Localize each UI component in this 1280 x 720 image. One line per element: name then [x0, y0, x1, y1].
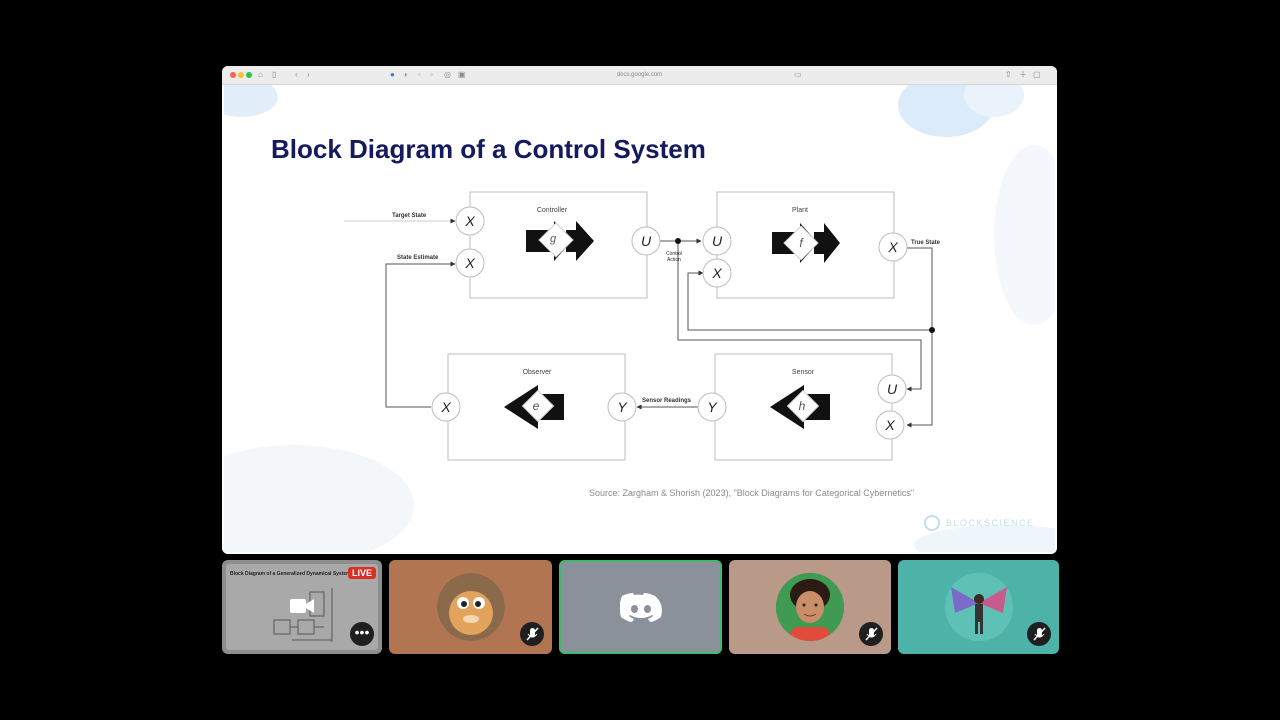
more-options-button[interactable]: ••• [350, 622, 374, 646]
participant-avatar-3 [944, 573, 1013, 641]
blockscience-logo-icon [924, 515, 940, 531]
true-state-junction [929, 327, 935, 333]
svg-text:U: U [887, 381, 898, 397]
svg-text:U: U [712, 233, 723, 249]
extension-icon[interactable]: ◎ [444, 70, 451, 79]
target-state-label: Target State [392, 213, 427, 219]
sensor-label: Sensor [792, 369, 815, 376]
close-window-button[interactable] [230, 72, 236, 78]
slide-source-citation: Source: Zargham & Shorish (2023), "Block… [589, 488, 915, 498]
blockscience-logo: BLOCKSCIENCE [924, 515, 1035, 531]
plant-label: Plant [792, 207, 808, 214]
live-badge: LIVE [347, 567, 376, 579]
camera-icon[interactable]: ▣ [458, 70, 466, 79]
plant-port-u: U [702, 226, 732, 256]
share-icon[interactable]: ◦ [418, 70, 421, 79]
plant-port-x-out: X [878, 232, 908, 262]
participant-avatar-2 [776, 573, 844, 641]
svg-text:X: X [884, 417, 895, 433]
plant-function-icon: f [772, 223, 840, 263]
tab-group-icon[interactable]: ⌂ [258, 70, 263, 79]
participant-avatar-1 [436, 573, 505, 641]
browser-window: ⌂ ▯ ‹ › ● ◐ ◦ ◦ ◎ ▣ docs.google.com ▭ ⇧ … [222, 66, 1057, 554]
true-state-feedback-edge [687, 270, 932, 331]
svg-text:U: U [641, 233, 652, 249]
sensor-readings-label: Sensor Readings [642, 398, 692, 404]
participant-tile-discord[interactable] [559, 560, 722, 654]
observer-function-icon: e [504, 385, 564, 429]
reader-icon[interactable]: ◐ [404, 70, 409, 79]
observer-port-y: Y [607, 392, 637, 422]
slide-background-decor [224, 85, 1055, 552]
minimize-window-button[interactable] [238, 72, 244, 78]
screen-share-title: Block Diagram of a Generalized Dynamical… [230, 571, 351, 577]
browser-toolbar: ⌂ ▯ ‹ › ● ◐ ◦ ◦ ◎ ▣ docs.google.com ▭ ⇧ … [222, 66, 1057, 85]
state-estimate-edge [385, 261, 456, 408]
svg-text:X: X [887, 239, 898, 255]
slide-canvas: Block Diagram of a Control System Contro… [224, 85, 1055, 552]
mic-muted-icon [1027, 622, 1051, 646]
controller-function-icon: g [526, 221, 594, 261]
control-action-label-line2: Action [667, 257, 681, 263]
participant-tile-1[interactable] [389, 560, 552, 654]
mic-muted-icon [520, 622, 544, 646]
screen-share-diagram-thumbnail [273, 588, 333, 642]
observer-port-x: X [431, 392, 461, 422]
blockscience-logo-text: BLOCKSCIENCE [946, 518, 1035, 528]
participant-tile-3[interactable] [898, 560, 1059, 654]
state-estimate-label: State Estimate [397, 255, 439, 261]
block-diagram: Controller Plant Observer Sensor g f [344, 191, 941, 461]
svg-text:Y: Y [617, 399, 628, 415]
discord-logo-icon [620, 593, 662, 622]
tab-overview-icon[interactable]: ▢ [1033, 70, 1041, 79]
controller-port-x-estimate: X [455, 248, 485, 278]
video-camera-icon [290, 599, 314, 613]
svg-text:Y: Y [707, 399, 718, 415]
reload-icon[interactable]: ◦ [430, 70, 433, 79]
svg-text:X: X [464, 213, 475, 229]
observer-label: Observer [523, 369, 552, 376]
plant-port-x-in: X [702, 258, 732, 288]
true-state-edge [906, 247, 933, 428]
camera-indicator-icon[interactable]: ▭ [794, 70, 802, 79]
control-action-junction [675, 238, 681, 244]
forward-icon[interactable]: › [307, 70, 310, 79]
control-action-branch-edge [677, 241, 922, 392]
sensor-port-u: U [877, 374, 907, 404]
sensor-port-y: Y [697, 392, 727, 422]
svg-text:X: X [464, 255, 475, 271]
svg-text:X: X [711, 265, 722, 281]
participant-tile-screen-share[interactable]: Block Diagram of a Generalized Dynamical… [222, 560, 382, 654]
controller-port-u: U [631, 226, 661, 256]
sensor-function-label: h [799, 399, 806, 413]
slide-title: Block Diagram of a Control System [271, 134, 706, 164]
svg-text:X: X [440, 399, 451, 415]
controller-label: Controller [537, 207, 568, 214]
observer-function-label: e [533, 399, 540, 413]
sensor-port-x: X [875, 410, 905, 440]
address-bar[interactable]: docs.google.com [616, 72, 663, 78]
plant-function-label: f [799, 236, 804, 250]
controller-function-label: g [550, 233, 557, 245]
sensor-function-icon: h [770, 385, 830, 429]
control-action-label-line1: Control [666, 251, 682, 257]
new-tab-icon[interactable]: ＋ [1019, 70, 1027, 79]
true-state-label: True State [911, 240, 941, 246]
controller-port-x-target: X [455, 206, 485, 236]
back-icon[interactable]: ‹ [295, 70, 298, 79]
mic-muted-icon [859, 622, 883, 646]
participant-tile-2[interactable] [729, 560, 891, 654]
share-page-icon[interactable]: ⇧ [1005, 70, 1012, 79]
sidebar-icon[interactable]: ▯ [272, 70, 277, 79]
shield-icon[interactable]: ● [390, 70, 395, 79]
maximize-window-button[interactable] [246, 72, 252, 78]
